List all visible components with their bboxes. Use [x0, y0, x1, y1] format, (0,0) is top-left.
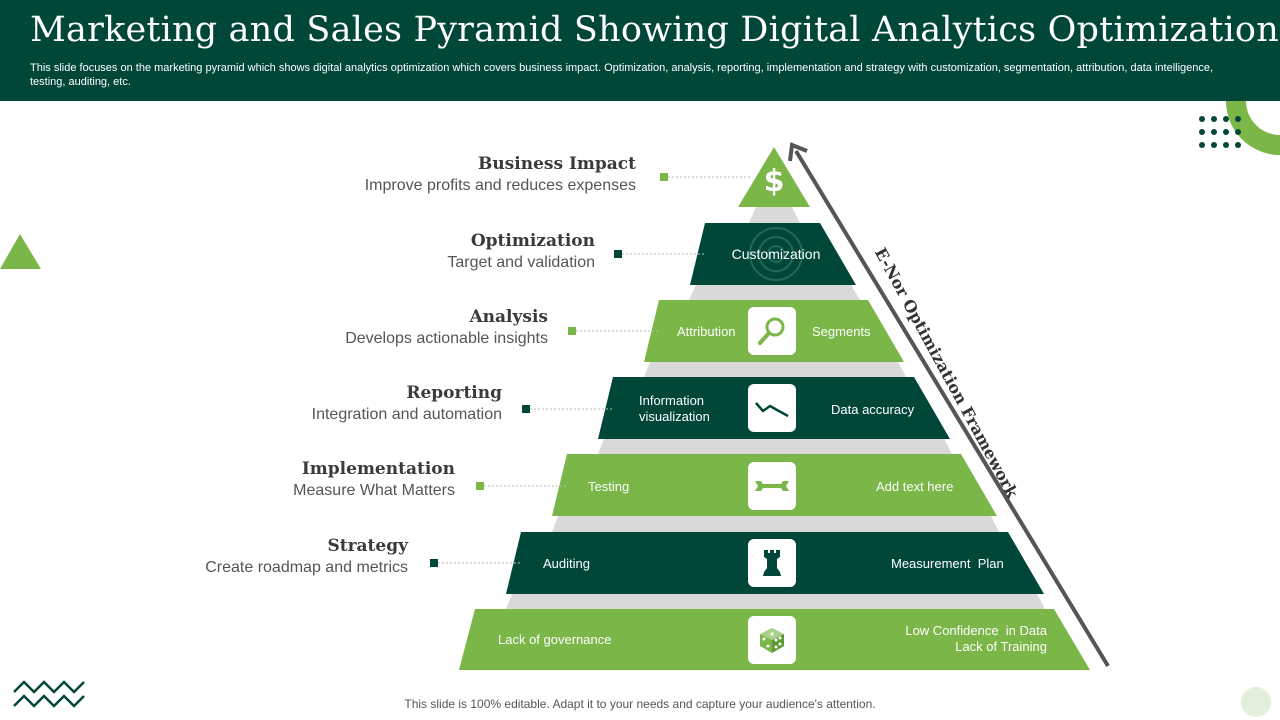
level-title: Analysis — [469, 307, 548, 327]
level-label-business-impact: Business Impact Improve profits and redu… — [365, 153, 636, 197]
level-title: Business Impact — [477, 154, 636, 174]
dot-grid-decoration — [1199, 116, 1241, 148]
line-chart-icon — [755, 402, 789, 418]
zigzag-decoration — [13, 680, 85, 708]
chess-rook-icon — [763, 550, 781, 576]
tier-5-left-text: Testing — [588, 479, 630, 494]
wrench-icon — [755, 481, 789, 491]
framework-arrowhead-icon — [788, 142, 808, 162]
triangle-decoration — [0, 234, 41, 269]
level-label-implementation: Implementation Measure What Matters — [293, 458, 455, 502]
framework-arrow — [794, 149, 1110, 668]
level-description: Develops actionable insights — [345, 330, 548, 347]
level-description: Integration and automation — [311, 406, 502, 423]
level-marker — [568, 327, 576, 335]
circle-decoration — [1241, 687, 1271, 717]
page-subtitle: This slide focuses on the marketing pyra… — [30, 62, 1214, 88]
level-description: Target and validation — [447, 254, 595, 271]
tier-4-left-text: Information visualization — [639, 393, 710, 424]
target-icon — [749, 227, 803, 281]
level-marker — [430, 559, 438, 567]
tier-3-right-text: Segments — [812, 324, 871, 339]
magnifier-icon — [758, 317, 785, 345]
header-banner: Marketing and Sales Pyramid Showing Digi… — [0, 0, 1280, 101]
level-label-analysis: Analysis Develops actionable insights — [345, 306, 548, 350]
tier-6-right-text: Measurement Plan — [891, 556, 1004, 571]
level-marker — [522, 405, 530, 413]
implementation-icon-box — [748, 462, 796, 510]
level-label-reporting: Reporting Integration and automation — [312, 382, 502, 426]
level-description: Create roadmap and metrics — [205, 559, 408, 576]
level-marker — [660, 173, 668, 181]
pyramid-tier-2 — [690, 223, 856, 285]
level-marker — [476, 482, 484, 490]
tier-3-left-text: Attribution — [677, 324, 736, 339]
reporting-icon-box — [748, 384, 796, 432]
tier-4-right-text: Data accuracy — [831, 402, 915, 417]
pyramid-tier-1 — [738, 147, 810, 207]
dice-icon — [760, 628, 784, 653]
tier-7-left-text: Lack of governance — [498, 632, 612, 647]
level-label-strategy: Strategy Create roadmap and metrics — [205, 535, 408, 579]
level-description: Measure What Matters — [293, 482, 455, 499]
page-title: Marketing and Sales Pyramid Showing Digi… — [30, 10, 1279, 50]
analysis-icon-box — [748, 307, 796, 355]
level-label-optimization: Optimization Target and validation — [447, 230, 595, 274]
level-title: Implementation — [301, 459, 455, 479]
dollar-icon: $ — [764, 164, 785, 199]
level-title: Optimization — [470, 231, 595, 251]
tier-7-right-text: Low Confidence in Data Lack of Training — [905, 623, 1047, 654]
strategy-icon-box — [748, 539, 796, 587]
tier-5-right-text: Add text here — [876, 479, 954, 494]
level-title: Reporting — [406, 383, 502, 403]
footer-note: This slide is 100% editable. Adapt it to… — [404, 697, 876, 711]
level-marker — [614, 250, 622, 258]
tier-6-left-text: Auditing — [543, 556, 590, 571]
corner-arc-decoration — [1226, 101, 1280, 155]
tier-2-center-text: Customization — [731, 246, 821, 262]
level-description: Improve profits and reduces expenses — [364, 177, 636, 194]
bottom-tier-icon-box — [748, 616, 796, 664]
level-title: Strategy — [327, 536, 408, 556]
